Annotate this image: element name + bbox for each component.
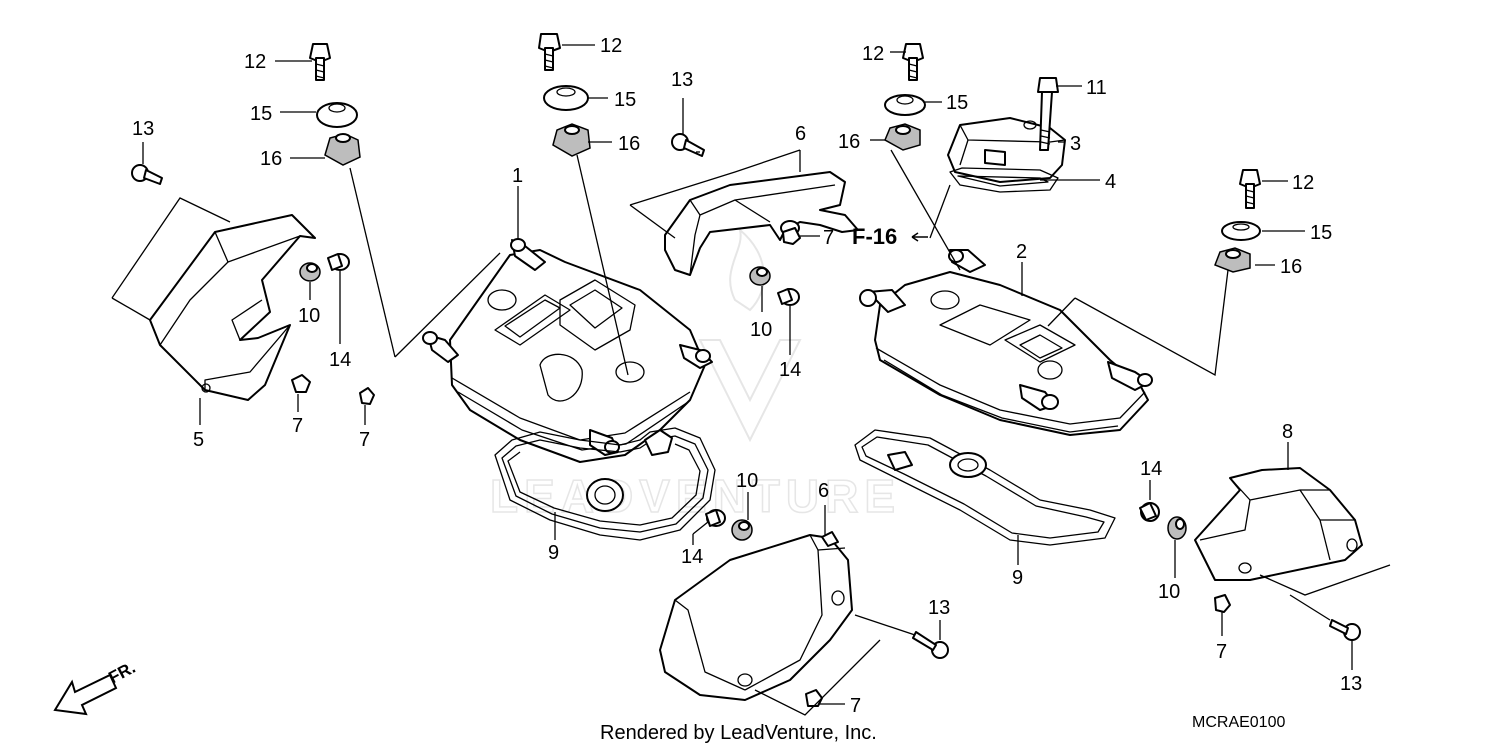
callout-8[interactable]: 8 (1282, 421, 1293, 443)
watermark-text: LEADVENTURE (490, 470, 901, 522)
part-4-breather-gasket[interactable] (949, 167, 1059, 193)
part-9-gasket-left[interactable] (494, 427, 716, 541)
callout-6[interactable]: 6 (818, 480, 829, 502)
bolt-11[interactable] (1037, 77, 1059, 151)
callout-labels: 12 15 16 13 5 10 14 7 7 12 15 16 1 9 13 … (132, 35, 1362, 717)
callout-15[interactable]: 15 (614, 89, 636, 111)
collar-10-b[interactable] (749, 266, 771, 286)
credit-text: Rendered by LeadVenture, Inc. (600, 722, 877, 744)
callout-6[interactable]: 6 (795, 123, 806, 145)
callout-14[interactable]: 14 (1140, 458, 1162, 480)
bolt-12-a[interactable] (309, 43, 331, 81)
callout-3[interactable]: 3 (1070, 133, 1081, 155)
bolt-12-b[interactable] (538, 33, 561, 71)
callout-16[interactable]: 16 (1280, 256, 1302, 278)
nut-7-a[interactable] (291, 374, 311, 393)
washer-14-d[interactable] (1139, 502, 1160, 522)
callout-9[interactable]: 9 (1012, 567, 1023, 589)
callout-13[interactable]: 13 (1340, 673, 1362, 695)
callout-13[interactable]: 13 (132, 118, 154, 140)
callout-7[interactable]: 7 (1216, 641, 1227, 663)
callout-11[interactable]: 11 (1086, 77, 1107, 99)
callout-7[interactable]: 7 (850, 695, 861, 717)
callout-7[interactable]: 7 (823, 227, 834, 249)
bolt-12-c[interactable] (902, 43, 924, 81)
part-6-cover-bottom[interactable] (659, 531, 853, 701)
callout-10[interactable]: 10 (736, 470, 758, 492)
callout-10[interactable]: 10 (1158, 581, 1180, 603)
callout-7[interactable]: 7 (292, 415, 303, 437)
callout-16[interactable]: 16 (260, 148, 282, 170)
callout-7[interactable]: 7 (359, 429, 370, 451)
callout-12[interactable]: 12 (244, 51, 266, 73)
part-1-cylinder-head-cover-left[interactable] (422, 238, 713, 463)
part-9-gasket-right[interactable] (854, 429, 1116, 546)
diagram-code: MCRAE0100 (1192, 714, 1285, 731)
reference-arrow-icon (911, 232, 928, 242)
bolt-12-d[interactable] (1239, 169, 1261, 209)
collar-10-a[interactable] (299, 262, 321, 282)
callout-10[interactable]: 10 (298, 305, 320, 327)
callout-14[interactable]: 14 (779, 359, 801, 381)
callout-9[interactable]: 9 (548, 542, 559, 564)
collar-10-d[interactable] (1167, 516, 1187, 540)
callout-12[interactable]: 12 (862, 43, 884, 65)
watermark-logo (698, 227, 802, 443)
part-8-side-cover-right[interactable] (1194, 467, 1363, 581)
callout-15[interactable]: 15 (946, 92, 968, 114)
callout-14[interactable]: 14 (329, 349, 351, 371)
grommet-16-d[interactable] (1214, 247, 1251, 273)
grommet-16-b[interactable] (552, 123, 591, 157)
callout-10[interactable]: 10 (750, 319, 772, 341)
callout-14[interactable]: 14 (681, 546, 703, 568)
washer-15-a[interactable] (316, 102, 358, 128)
bolt-13-d[interactable] (1329, 619, 1361, 641)
front-direction-indicator: FR. (53, 658, 139, 716)
nut-7-b[interactable] (359, 387, 375, 405)
callout-1[interactable]: 1 (512, 165, 523, 187)
callout-16[interactable]: 16 (838, 131, 860, 153)
bolt-13-c[interactable] (912, 631, 949, 659)
washer-15-c[interactable] (884, 94, 926, 116)
nut-7-e[interactable] (1214, 594, 1231, 613)
washer-14-c[interactable] (705, 509, 726, 527)
callout-13[interactable]: 13 (928, 597, 950, 619)
callout-15[interactable]: 15 (250, 103, 272, 125)
front-arrow-icon (53, 673, 118, 716)
callout-12[interactable]: 12 (1292, 172, 1314, 194)
grommet-16-a[interactable] (324, 133, 361, 166)
watermark: LEADVENTURE (489, 227, 901, 523)
callout-2[interactable]: 2 (1016, 241, 1027, 263)
bolt-13-a[interactable] (131, 164, 163, 185)
callout-13[interactable]: 13 (671, 69, 693, 91)
nut-7-c[interactable] (782, 227, 801, 245)
washer-15-b[interactable] (543, 85, 589, 111)
collar-10-c[interactable] (731, 519, 753, 541)
part-2-cylinder-head-cover-right[interactable] (859, 249, 1153, 436)
leader-lines (111, 44, 1391, 716)
section-reference[interactable]: F-16 (852, 224, 928, 249)
callout-16[interactable]: 16 (618, 133, 640, 155)
callout-12[interactable]: 12 (600, 35, 622, 57)
callout-4[interactable]: 4 (1105, 171, 1116, 193)
bolt-13-b[interactable] (671, 133, 705, 157)
section-reference-label[interactable]: F-16 (852, 224, 897, 249)
callout-5[interactable]: 5 (193, 429, 204, 451)
grommet-16-c[interactable] (884, 123, 921, 151)
washer-14-a[interactable] (327, 253, 350, 271)
washer-14-b[interactable] (777, 288, 800, 306)
callout-15[interactable]: 15 (1310, 222, 1332, 244)
part-5-side-cover-left[interactable] (149, 214, 316, 401)
washer-15-d[interactable] (1221, 221, 1261, 241)
